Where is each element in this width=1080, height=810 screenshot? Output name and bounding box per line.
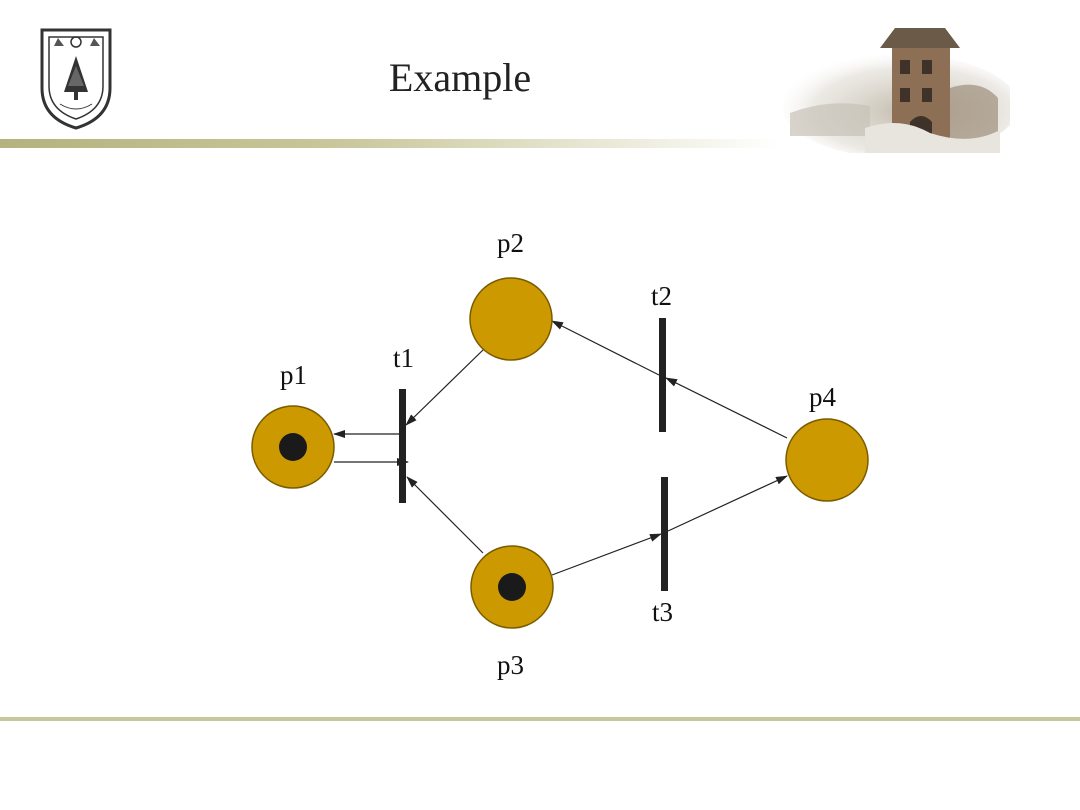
label-p3: p3 (497, 650, 524, 680)
transition-t1 (399, 389, 406, 503)
label-t3: t3 (652, 597, 673, 627)
label-p4: p4 (809, 382, 837, 412)
label-p2: p2 (497, 228, 524, 258)
token-p3 (498, 573, 526, 601)
arc-p4-t2 (665, 377, 788, 439)
arc-p3-t3 (551, 533, 662, 576)
label-t2: t2 (651, 281, 672, 311)
header-divider (0, 139, 780, 148)
arc-t3-p4 (667, 475, 788, 532)
place-p4 (785, 418, 869, 502)
label-t1: t1 (393, 343, 414, 373)
place-p2 (469, 277, 553, 361)
transition-t2 (659, 318, 666, 432)
arc-t2-p2 (551, 320, 660, 376)
label-p1: p1 (280, 360, 307, 390)
campus-building-image (782, 28, 1010, 153)
transition-t3 (661, 477, 668, 591)
arc-p2-t1 (405, 348, 485, 426)
token-p1 (279, 433, 307, 461)
university-seal-logo (40, 28, 112, 130)
arc-p3-t1 (406, 476, 484, 554)
footer-divider (0, 717, 1080, 721)
slide-title: Example (388, 55, 532, 100)
